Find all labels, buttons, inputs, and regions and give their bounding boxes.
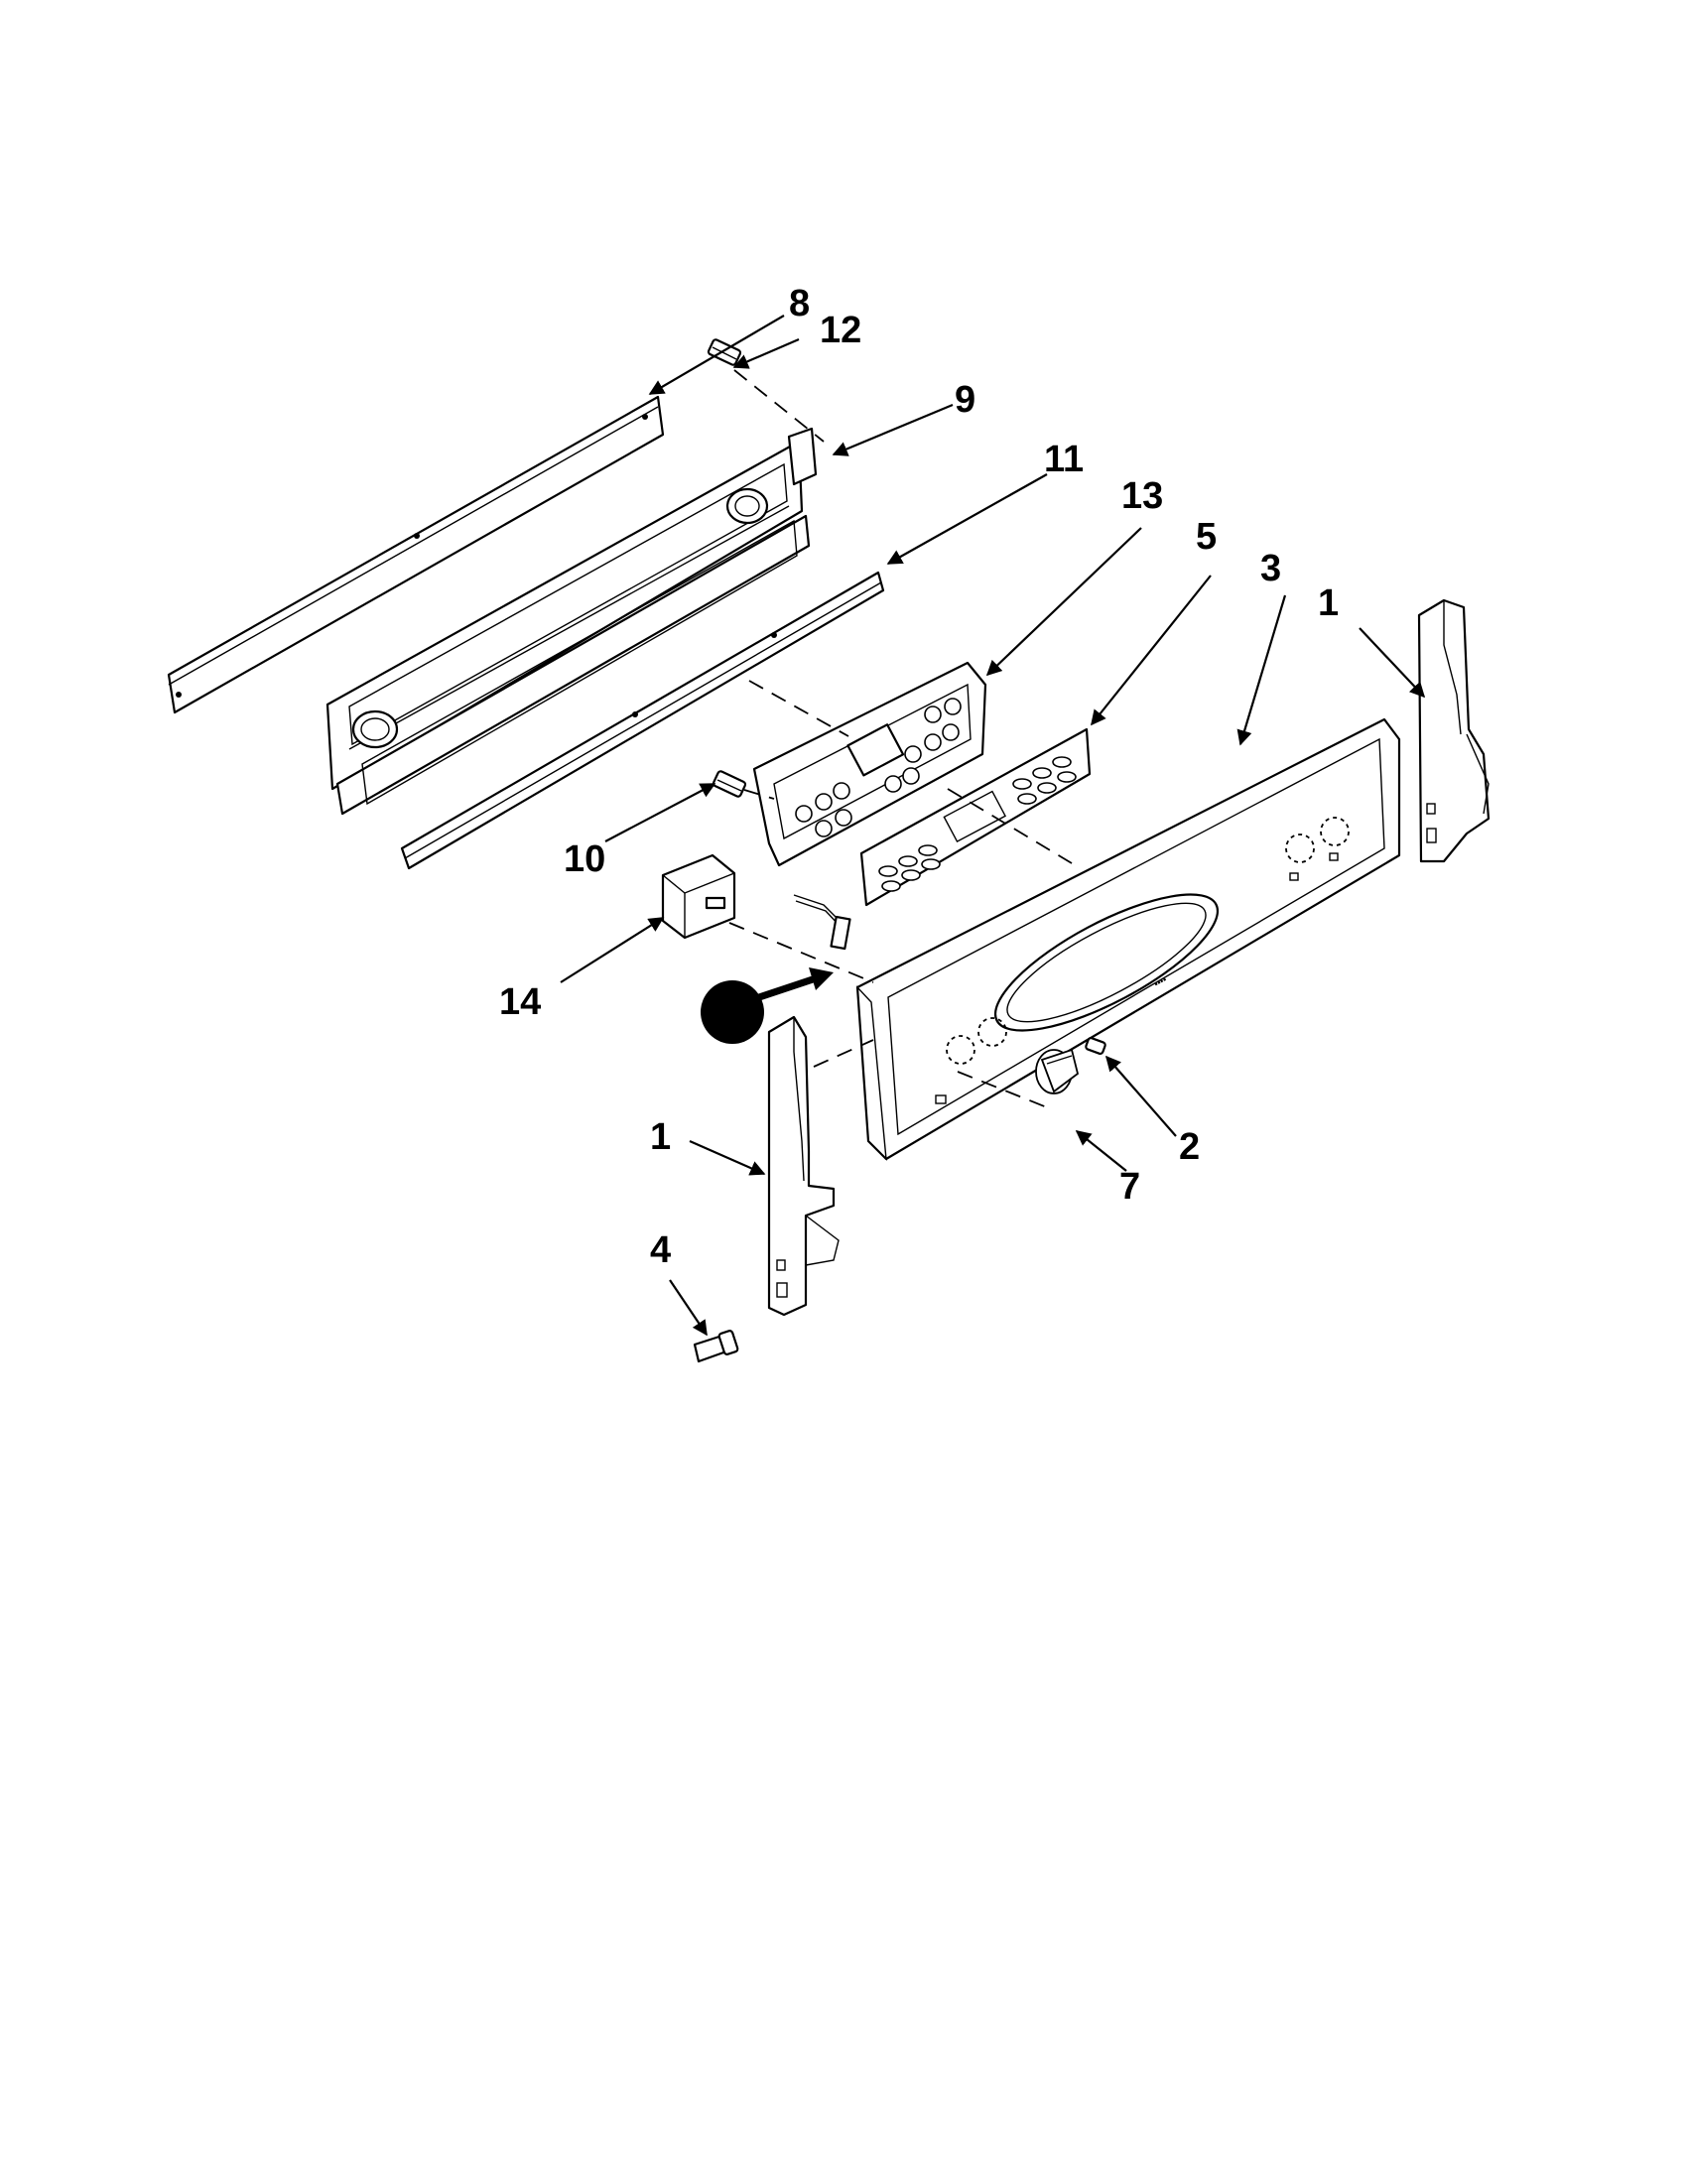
- callout-5: 5: [1196, 516, 1217, 558]
- callout-4: 4: [650, 1229, 671, 1271]
- callout-labels: 8 12 9 11 13 5 3 1 10 14 1 2 7 4: [499, 283, 1339, 1271]
- side-bracket-left-part-1: [767, 1015, 840, 1317]
- callout-3: 3: [1260, 548, 1281, 589]
- screw-part-2: [1085, 1037, 1106, 1055]
- callout-2: 2: [1179, 1126, 1200, 1168]
- lower-trim-strip-part-11: [400, 571, 885, 870]
- console-frame-part-9: [325, 427, 818, 816]
- wire-harness-connector: [793, 894, 851, 951]
- callout-leaders: [560, 315, 1426, 1337]
- screw-part-10: [712, 770, 747, 798]
- switch-block-part-14: [661, 853, 736, 940]
- rear-cover-sheet-part-8: [167, 395, 665, 714]
- callout-7: 7: [1119, 1166, 1140, 1208]
- side-bracket-right-part-1: [1417, 598, 1491, 863]
- callout-1-left: 1: [650, 1116, 671, 1158]
- front-panel-knob-markings: [935, 817, 1350, 1104]
- callout-10: 10: [564, 838, 605, 880]
- keypad-overlay-part-5: [859, 727, 1092, 907]
- callout-13: 13: [1121, 475, 1163, 517]
- assembly-alignment-lines: [728, 369, 1073, 1110]
- screw-part-12: [707, 338, 742, 366]
- keypad-buttons: [878, 756, 1077, 892]
- electronic-control-board-part-13: [752, 661, 987, 867]
- control-board-relays: [795, 698, 962, 837]
- callout-8: 8: [789, 283, 810, 324]
- control-knob-part-7: [1035, 1048, 1080, 1094]
- callout-11: 11: [1044, 439, 1084, 480]
- reference-dot-arrow: [701, 967, 834, 1044]
- callout-14: 14: [499, 981, 541, 1023]
- callout-12: 12: [820, 310, 861, 351]
- screw-part-4: [693, 1330, 739, 1363]
- callout-1-right: 1: [1318, 582, 1339, 624]
- callout-9: 9: [955, 379, 975, 421]
- front-console-panel-part-3: ▪▪▪▪: [855, 717, 1401, 1161]
